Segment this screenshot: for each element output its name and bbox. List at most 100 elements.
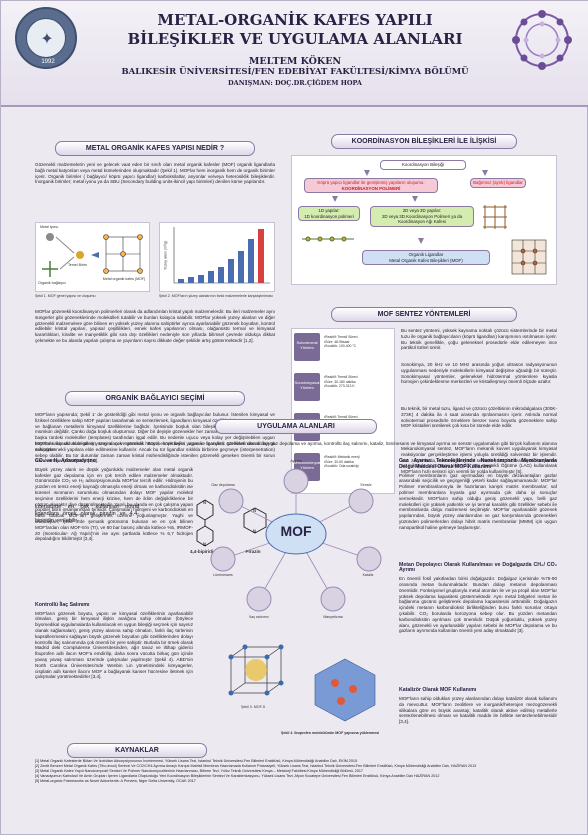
flow-1d: 1D yapılar: 1D koordinasyon polimeri <box>298 206 360 221</box>
method-props-sonochemical: •Reaktif: Temsil Süreci •Süre: 30-180 da… <box>324 375 384 389</box>
method-props-mechanochemical: •Reaktif: Mekanik enerji •Süre: 30-60 da… <box>324 455 384 469</box>
pyrazine-structure-icon: N N <box>243 507 267 534</box>
svg-text:N: N <box>203 542 206 547</box>
section-references: KAYNAKLAR <box>67 743 207 758</box>
method-text-solvothermal: Bu sentez yöntemi, yüksek kaynama noktal… <box>401 328 557 351</box>
fig2-caption: Şekil 2. MOF'ların yüzey alanlarının far… <box>159 294 273 298</box>
reference-item: [3] Metal Organik Kafes Yapılı Nanokompo… <box>35 769 363 774</box>
co2-title: CO₂ ve H₂ Adsorpsiyonu <box>35 458 96 464</box>
bipyridine-structure-icon: N N <box>196 499 214 547</box>
reference-item: [4] Vanadyumun Karboksil Ve Amin Gruplar… <box>35 774 440 779</box>
hub-label-catalysis: Kataliz <box>362 573 374 577</box>
author-name: MELTEM KÖKEN <box>248 56 342 67</box>
method-prop: •Reaktif: Temsil Süreci <box>324 415 358 419</box>
method-prop: •Süre: 30-60 dakika <box>324 459 354 464</box>
catalysis-title: Katalizör Olarak MOF Kullanımı <box>399 687 477 694</box>
fig1-caption: Şekil 1. MOF genel yapısı ve oluşumu <box>35 294 96 298</box>
right-column: KOORDİNASYON BİLEŞİKLERİ İLE İLİŞKİSİ Ko… <box>291 134 557 494</box>
svg-text:N: N <box>253 529 256 534</box>
flow-mof-title: Organik Ligandlar <box>408 252 444 257</box>
logo-star-icon: ✦ <box>40 31 54 48</box>
figure-2: Yüzey alanı (m²/g) <box>159 222 275 292</box>
method-props-solvothermal: •Reaktif: Temsil Süreci •Süre: 48-96saat… <box>324 335 384 349</box>
section-coordination: KOORDİNASYON BİLEŞİKLERİ İLE İLİŞKİSİ <box>331 134 517 149</box>
pyrazine-label: Pirazin <box>245 549 261 554</box>
method-prop: •Reaktif: Temsil Süreci <box>324 375 358 379</box>
methods-text: Bu sentez yöntemi, yüksek kaynama noktal… <box>401 328 557 492</box>
flow-polymer: Köprü yapıcı ligandlar ile genişlemiş ya… <box>304 178 438 193</box>
advisor: DANIŞMAN: DOÇ.DR.ÇİĞDEM HOPA <box>228 79 362 87</box>
applications-left: CO₂ ve H₂ Adsorpsiyonu Büyük yüzey alanl… <box>35 458 193 741</box>
method-prop: •Süre: 30-180 dakika <box>324 379 356 384</box>
fig3-caption: Şekil 3. MOF-5 <box>241 705 265 709</box>
applications-body: CO₂ ve H₂ Adsorpsiyonu Büyük yüzey alanl… <box>35 458 557 759</box>
mof5-structure-icon <box>228 644 284 696</box>
mof-crystal-icon <box>511 239 547 275</box>
surface-area-chart <box>173 227 270 284</box>
title-line-2: BİLEŞİKLER VE UYGULAMA ALANLARI <box>127 30 463 48</box>
method-label-solvothermal: Solvotermal Yöntem <box>294 333 320 361</box>
poster-title: METAL-ORGANİK KAFES YAPILI BİLEŞİKLER VE… <box>91 11 499 49</box>
mof-figures: Metal iyonu Temel Birim Organik bağlayıc… <box>35 222 275 307</box>
section-mof-what: METAL ORGANİK KAFES YAPISI NEDİR ? <box>55 141 255 156</box>
method-text-mechanochemical: Mekanokimyasal sentez, MOF'ların mekanik… <box>401 446 557 475</box>
fig1-label-unit: Temel Birim <box>68 263 87 267</box>
methane-text: En önemli fosil yakıtlardan birisi doğal… <box>399 576 557 634</box>
co2-text: Büyük yüzey alanlı ve düşük yoğunluklu m… <box>35 466 193 542</box>
hub-label-drug: İlaç salınımı <box>249 615 269 619</box>
applications-right: Gaz Ayırma Teknolojilerinde Nanokompozit… <box>399 458 557 740</box>
logo-year: 1992 <box>41 59 55 65</box>
fig2-ylabel: Yüzey alanı (m²/g) <box>163 240 168 270</box>
mof-what-p2: MOFlar gözenekli koordinasyon polimerler… <box>35 309 275 343</box>
methane-title: Metan Depolayıcı Olarak Kullanılması ve … <box>399 561 557 574</box>
section-methods: MOF SENTEZ YÖNTEMLERİ <box>331 307 517 322</box>
flow-mof-sub: Metal Organik Kafes Bileşikleri (MOF) <box>389 257 463 263</box>
hub-label-separation: Ayırma <box>290 459 302 463</box>
applications-intro: MOFlar sahip oldukları geniş yüzey alanı… <box>35 441 557 452</box>
university-logo: ✦ 1992 <box>15 7 77 69</box>
author-block: MELTEM KÖKEN BALIKESİR ÜNİVERSİTESİ/FEN … <box>91 56 499 89</box>
flow-23d: 2D veya 3D yapılar: 2D veya 3D Koordinas… <box>370 206 474 227</box>
mof-what-p1: Gözenekli malzemelerin yeni ve gelecek v… <box>35 162 275 185</box>
method-prop: •Süre: 48-96saat <box>324 339 350 344</box>
method-prop: •Reaktif: Mekanik enerji <box>324 455 360 459</box>
flow-1d-title: 1D yapılar: <box>318 208 340 213</box>
hub-label-gas: Gaz depolama <box>211 483 235 487</box>
fig4-caption: Şekil 4. Ibuprofen molekülünün MOF yapıs… <box>281 731 380 735</box>
applications-center: MOF Ayırma Gaz depolama Sensör Lüminesan… <box>201 459 391 759</box>
figure-1: Metal iyonu Temel Birim Organik bağlayıc… <box>35 222 150 292</box>
applications-section: UYGULAMA ALANLARI MOFlar sahip oldukları… <box>35 419 557 759</box>
mof-assembly-diagram <box>42 233 143 277</box>
flow-23d-title: 2D veya 3D yapılar: <box>402 208 442 213</box>
flow-1d-sub: 1D koordinasyon polimeri <box>304 213 354 219</box>
coordination-flowchart: Koordinasyon Bileşiği Köprü yapıcı ligan… <box>291 155 557 285</box>
catalysis-text: MOF'ların sahip oldukları yüzey alanları… <box>399 695 557 725</box>
method-label-sonochemical: Sonokimyasal Yöntem <box>294 373 320 401</box>
flow-coordination-compound: Koordinasyon Bileşiği <box>380 160 466 170</box>
affiliation: BALIKESİR ÜNİVERSİTESİ/FEN EDEBİYAT FAKÜ… <box>121 67 469 77</box>
left-column: METAL ORGANİK KAFES YAPISI NEDİR ? Gözen… <box>35 141 275 558</box>
bipyridine-label: 4,4-bipiridin <box>189 549 217 554</box>
hub-center-label: MOF <box>280 523 312 539</box>
hub-label-lum: Lüminesans <box>213 573 233 577</box>
reference-item: [5] Metal-organic Frameworks as Novel Ad… <box>35 779 196 784</box>
svg-text:N: N <box>253 508 256 513</box>
drug-title: Kontrollü İlaç Salınımı <box>35 601 90 608</box>
flow-discrete-ligands: Bağımsız (ayrık) ligandlar <box>470 178 526 188</box>
hub-label-magnetism: Manyetizma <box>323 615 343 619</box>
methods-list: Solvotermal Yöntem •Reaktif: Temsil Süre… <box>291 328 395 494</box>
section-applications: UYGULAMA ALANLARI <box>215 419 377 434</box>
ligand-p2: Literatürde en çok kullanılan nötral lig… <box>35 504 139 524</box>
mof-structure-icon <box>512 10 572 70</box>
method-prop: •Sıcaklık: 100-400 °C <box>324 344 357 349</box>
method-prop: •Reaktif: Temsil Süreci <box>324 335 358 339</box>
drug-text: MOF'ların gözenek boyutu, yapısı ve kimy… <box>35 610 193 680</box>
svg-text:N: N <box>203 500 206 505</box>
method-prop: •Sıcaklık: 273-313 K <box>324 384 355 389</box>
reference-item: [2] Zeolit Benzeri Metal Organik Kafes (… <box>35 764 477 769</box>
fig1-label-linker: Organik bağlayıcı <box>38 281 66 285</box>
method-text-microwave: Bu teknik, bir metal tuzu, ligand ve çöz… <box>401 406 558 429</box>
method-text-sonochemical: Sonokimya, 20 kHz ve 10 MHz arasında yoğ… <box>401 362 557 385</box>
ligand-p1: MOF'ların yapısında; Şekil 1' de gösteri… <box>35 412 275 464</box>
mof-applications-hub <box>210 468 382 612</box>
